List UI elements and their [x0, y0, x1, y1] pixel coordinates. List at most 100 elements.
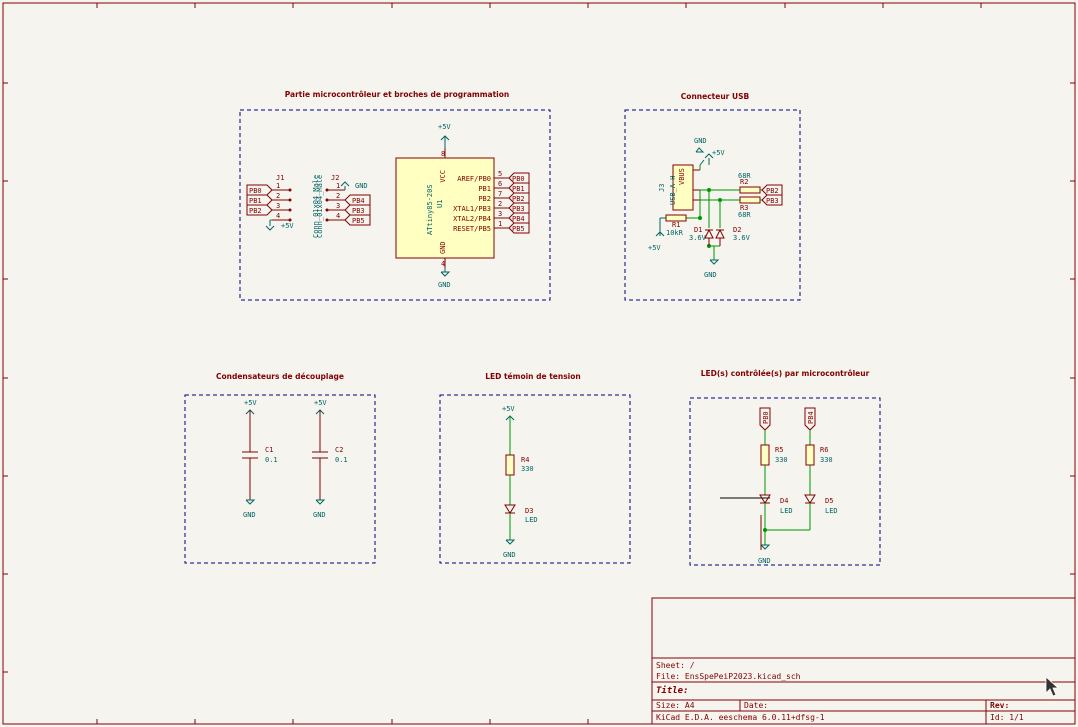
j2-gnd-label: GND [355, 182, 368, 190]
label-led-pb4[interactable]: PB4 [804, 407, 816, 431]
border-ticks [3, 3, 1075, 724]
j1-ref: J1 [276, 174, 284, 182]
resistor-r3[interactable]: R3 68R [738, 196, 761, 219]
j1-value: Conn_01x04_Male [312, 175, 320, 238]
svg-text:+5V: +5V [244, 399, 257, 407]
svg-text:AREF/PB0: AREF/PB0 [457, 175, 491, 183]
capacitor-c2[interactable]: +5V GND C2 0.1 [312, 399, 348, 519]
u1-value: ATtiny85-20S [426, 184, 434, 235]
label-j2-pb3[interactable]: PB3 [344, 204, 371, 216]
j1-pwr-symbol [265, 225, 275, 231]
tb-title: Title: [656, 685, 689, 696]
svg-text:7: 7 [498, 190, 502, 198]
led-gnd-symbol [760, 544, 771, 550]
label-j2-pb4[interactable]: PB4 [344, 194, 371, 206]
svg-text:3: 3 [276, 202, 280, 210]
svg-text:68R: 68R [738, 172, 751, 180]
svg-text:C1: C1 [265, 446, 273, 454]
tb-rev: Rev: [990, 701, 1009, 710]
svg-text:GND: GND [243, 511, 256, 519]
svg-text:0.1: 0.1 [265, 456, 278, 464]
title-block: Sheet: / File: EnsSpePeiP2023.kicad_sch … [651, 597, 1076, 725]
usb-gnd-symbol [695, 147, 705, 153]
svg-text:PB2: PB2 [249, 207, 262, 215]
connector-j1[interactable]: J1 Conn_01x04_Male 1 2 3 4 [272, 174, 320, 238]
label-j1-pb2[interactable]: PB2 [246, 204, 273, 216]
j2-value: Conn_01x04_Male [316, 175, 324, 238]
section-title-decoupling: Condensateurs de découplage [216, 372, 344, 381]
section-title-usb: Connecteur USB [681, 92, 750, 101]
svg-text:3: 3 [336, 202, 340, 210]
label-led-pb0[interactable]: PB0 [759, 407, 771, 431]
junction [718, 198, 722, 202]
svg-text:XTAL1/PB3: XTAL1/PB3 [453, 205, 491, 213]
svg-text:2: 2 [276, 192, 280, 200]
usb-connector-j3[interactable]: J3 USB_A-H VBUS [658, 164, 700, 211]
tb-id: Id: 1/1 [990, 713, 1024, 722]
resistor-r5[interactable]: R5 330 [760, 444, 788, 466]
svg-text:LED: LED [780, 507, 793, 515]
svg-text:LED: LED [525, 516, 538, 524]
resistor-r1[interactable]: R1 10kR [665, 214, 687, 237]
svg-text:PB1: PB1 [249, 197, 262, 205]
svg-text:D5: D5 [825, 497, 833, 505]
svg-text:D2: D2 [733, 226, 741, 234]
svg-text:PB5: PB5 [512, 225, 525, 233]
svg-text:PB1: PB1 [512, 185, 525, 193]
svg-text:4: 4 [441, 260, 445, 268]
svg-text:PB2: PB2 [478, 195, 491, 203]
label-j1-pb0[interactable]: PB0 [246, 184, 273, 196]
svg-text:PB0: PB0 [762, 411, 770, 424]
svg-text:R3: R3 [740, 204, 748, 212]
section-box-mcu [239, 109, 551, 301]
svg-text:R2: R2 [740, 178, 748, 186]
svg-text:J3: J3 [658, 184, 666, 192]
svg-text:PB1: PB1 [478, 185, 491, 193]
svg-text:3.6V: 3.6V [689, 234, 707, 242]
svg-text:10kR: 10kR [666, 229, 684, 237]
svg-text:8: 8 [441, 150, 445, 158]
svg-text:4: 4 [276, 212, 280, 220]
svg-text:GND: GND [438, 281, 451, 289]
j2-ref: J2 [331, 174, 339, 182]
svg-text:PB4: PB4 [807, 411, 815, 424]
svg-text:PB3: PB3 [766, 197, 779, 205]
svg-text:+5V: +5V [314, 399, 327, 407]
section-title-mcu-leds: LED(s) contrôlée(s) par microcontrôleur [701, 369, 870, 378]
u1-ref: U1 [436, 200, 444, 208]
svg-text:GND: GND [503, 551, 516, 559]
label-usb-pb2[interactable]: PB2 [761, 184, 783, 196]
u1-gnd-symbol [440, 271, 451, 277]
label-j1-pb1[interactable]: PB1 [246, 194, 273, 206]
label-usb-pb3[interactable]: PB3 [761, 194, 783, 206]
usb-wires [686, 189, 740, 260]
tb-tool: KiCad E.D.A. eeschema 6.0.11+dfsg-1 [656, 713, 825, 722]
svg-text:R5: R5 [775, 446, 783, 454]
resistor-r4[interactable]: R4 330 [505, 454, 534, 476]
tb-sheet: Sheet: / [656, 661, 695, 670]
capacitor-c1[interactable]: +5V GND C1 0.1 [242, 399, 278, 519]
svg-text:VCC: VCC [439, 170, 447, 183]
tb-size: Size: A4 [656, 701, 695, 710]
zener-d2[interactable]: D2 3.6V [715, 226, 751, 246]
svg-text:68R: 68R [738, 211, 751, 219]
resistor-r6[interactable]: R6 330 [805, 444, 833, 466]
svg-text:RESET/PB5: RESET/PB5 [453, 225, 491, 233]
svg-text:3: 3 [498, 210, 502, 218]
ic-u1-attiny85[interactable]: VCC GND 8 4 ATtiny85-20S U1 AREF/PB0 PB1… [395, 148, 509, 268]
u1-labels: PB0 PB1 PB2 PB3 PB4 PB5 [508, 172, 530, 234]
svg-text:GND: GND [694, 137, 707, 145]
svg-text:R1: R1 [672, 221, 680, 229]
zener-d1[interactable]: D1 3.6V [689, 226, 714, 246]
tb-file: File: EnsSpePeiP2023.kicad_sch [656, 672, 801, 681]
svg-text:330: 330 [820, 456, 833, 464]
j1-pwr-label: +5V [281, 222, 294, 230]
svg-text:5: 5 [498, 170, 502, 178]
connector-j2[interactable]: J2 Conn_01x04_Male 1 2 3 4 [316, 174, 345, 238]
svg-text:+5V: +5V [648, 244, 661, 252]
svg-text:R6: R6 [820, 446, 828, 454]
label-j2-pb5[interactable]: PB5 [344, 214, 371, 226]
svg-text:PB3: PB3 [512, 205, 525, 213]
svg-text:330: 330 [775, 456, 788, 464]
resistor-r2[interactable]: R2 68R [738, 172, 761, 194]
